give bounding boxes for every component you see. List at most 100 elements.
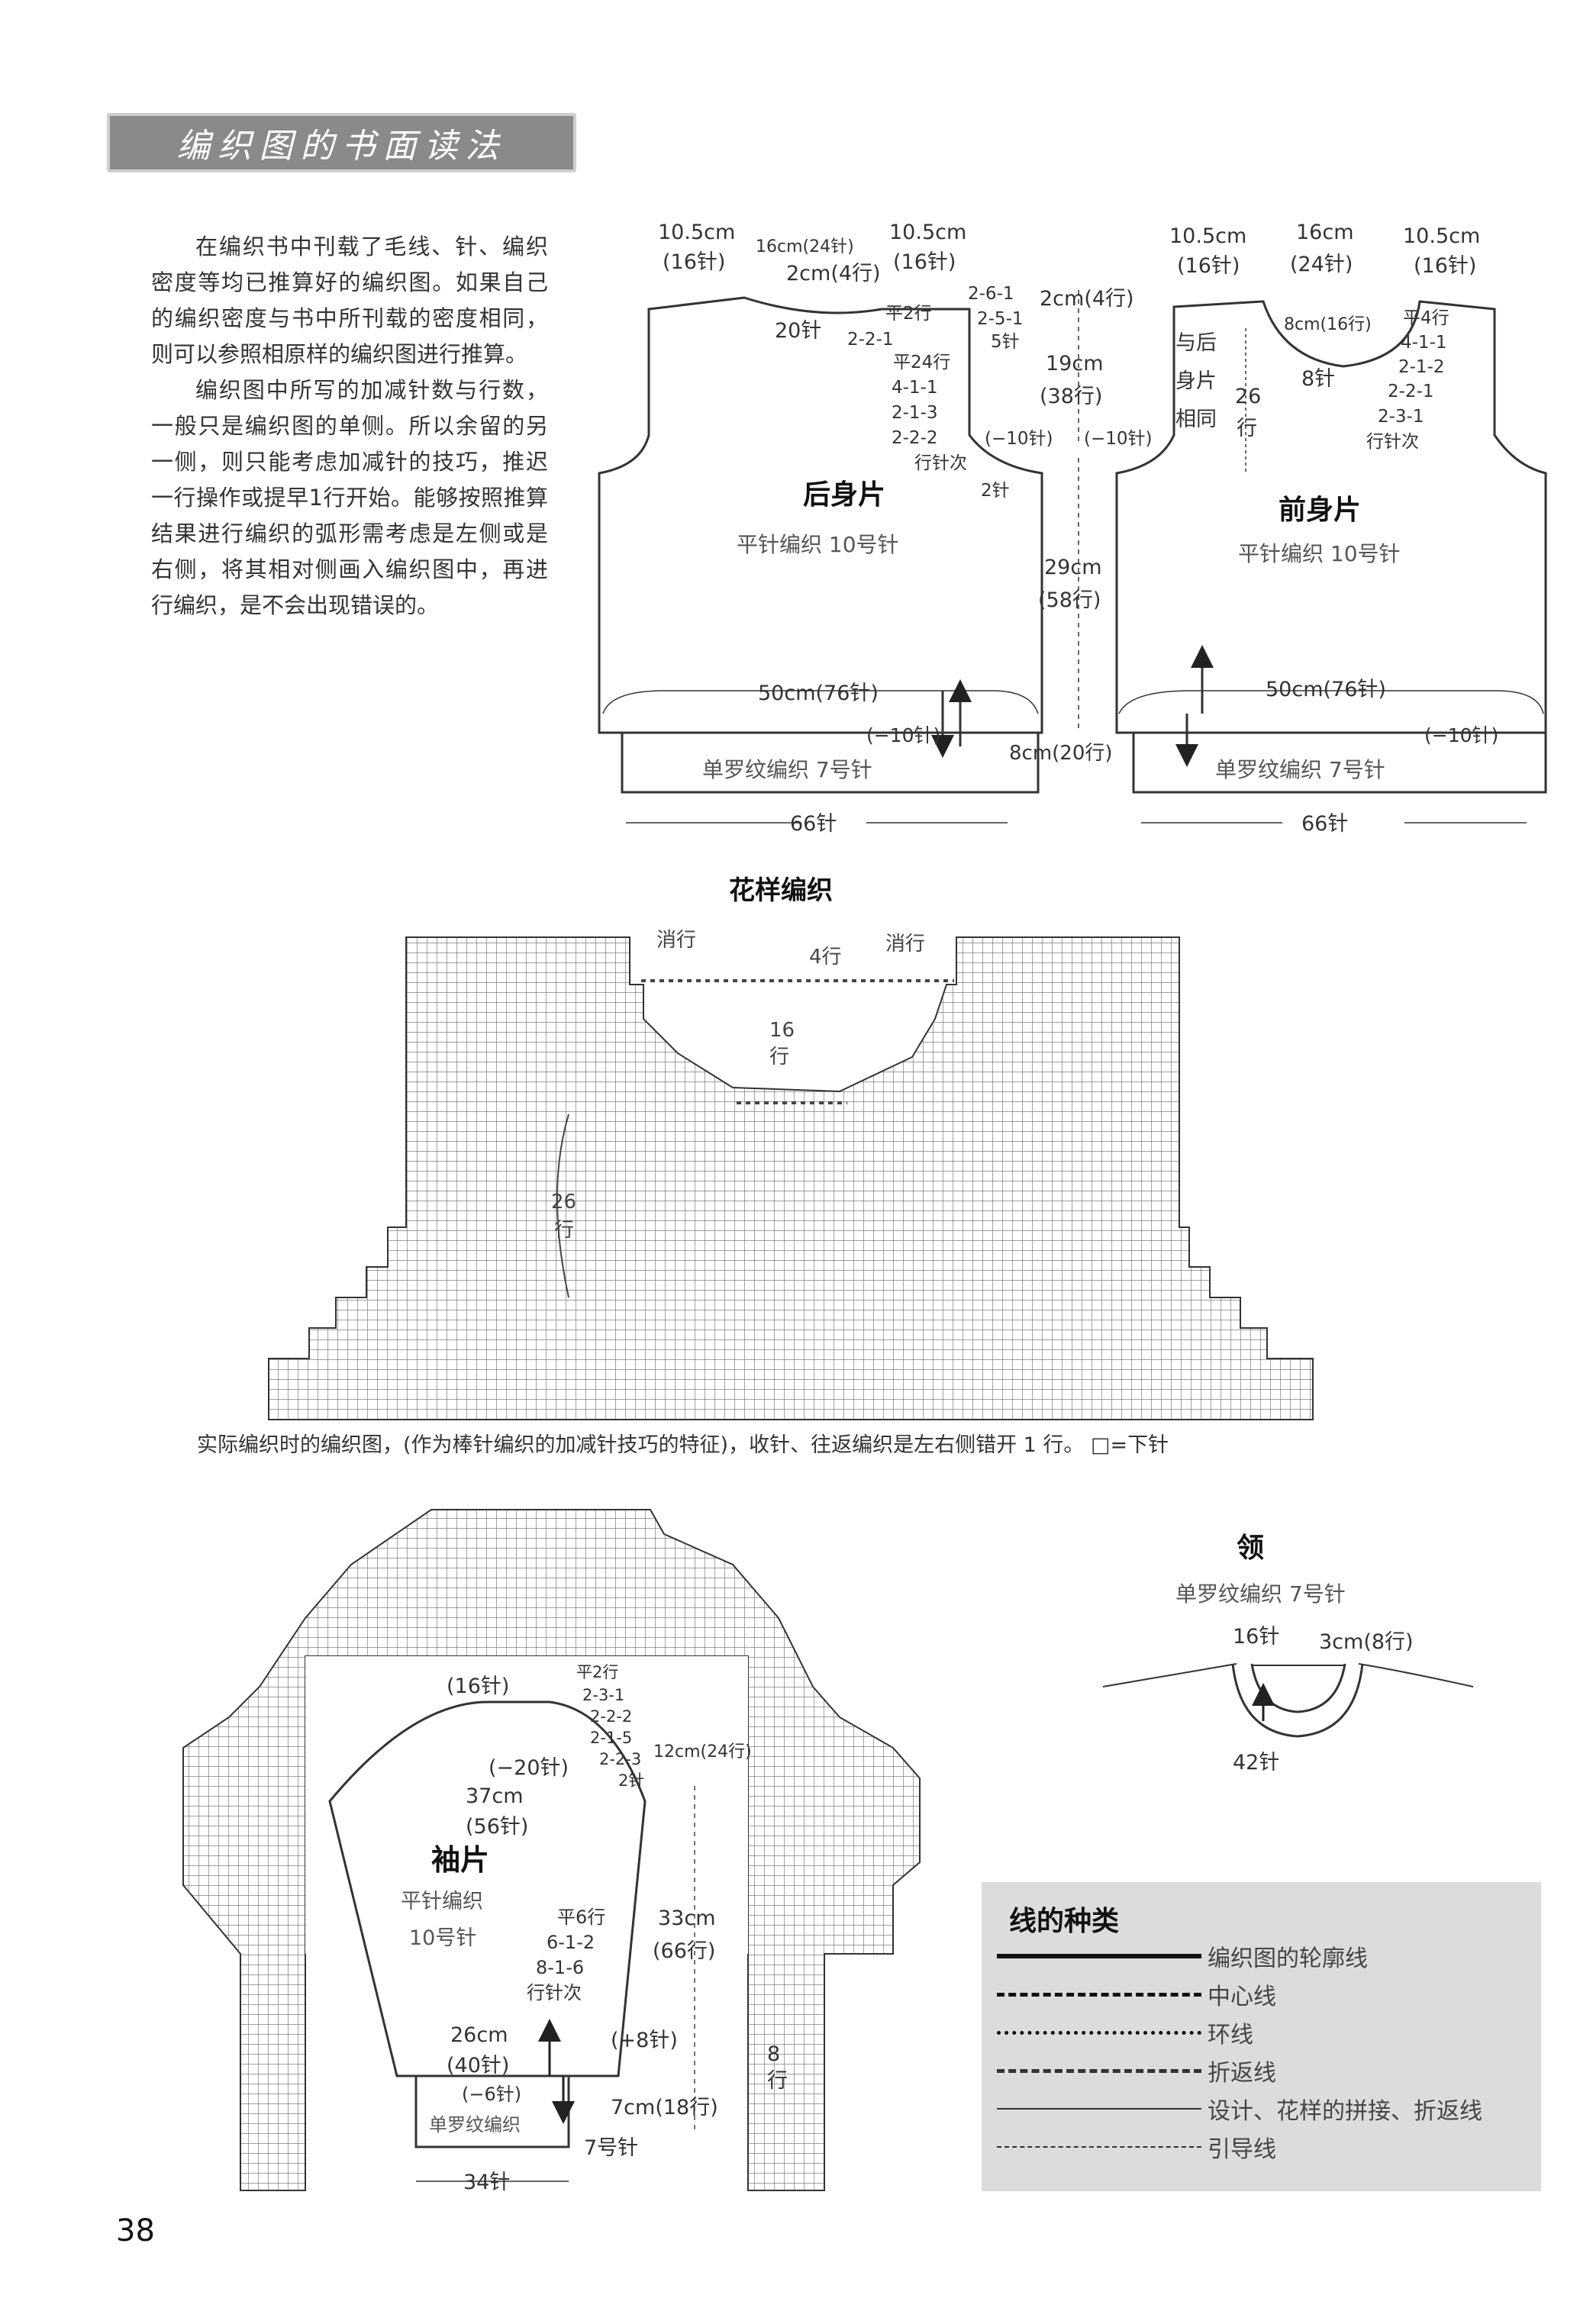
front-width: 50cm(76针) [1266, 678, 1386, 701]
front-neck-top-st: (24针) [1290, 253, 1353, 276]
legend-label: 折返线 [1208, 2060, 1276, 2087]
legend-item: 中心线 [997, 1975, 1276, 2013]
front-same-3: 相同 [1175, 408, 1217, 431]
sleeve-cap-dec1: 平2行 [576, 1663, 618, 1681]
front-neck-dec4: 2-2-1 [1388, 382, 1434, 401]
intro-text: 在编织书中刊载了毛线、针、编织密度等均已推算好的编织图。如果自己的编织密度与书中… [151, 229, 548, 624]
intro-paragraph-1: 在编织书中刊载了毛线、针、编织密度等均已推算好的编织图。如果自己的编织密度与书中… [151, 234, 548, 367]
back-labels: 10.5cm (16针) 16cm(24针) 10.5cm (16针) 2cm(… [658, 221, 1152, 836]
front-shoulder-r: 10.5cm [1403, 224, 1480, 248]
back-shoulder-l-st: (16针) [663, 250, 725, 274]
sleeve-outline [328, 1700, 647, 2148]
back-shoulder-l: 10.5cm [658, 221, 735, 244]
front-shoulder-l-st: (16针) [1177, 254, 1240, 278]
back-stitch: 平针编织 10号针 [737, 532, 899, 557]
sleeve-rib: 单罗纹编织 [429, 2114, 521, 2135]
back-title: 后身片 [803, 479, 885, 511]
front-rib-minus10: (−10针) [1424, 724, 1498, 746]
front-title: 前身片 [1279, 495, 1361, 526]
back-arm-1: 平24行 [893, 353, 950, 372]
pattern-title: 花样编织 [729, 875, 833, 906]
back-neck-dec2: 2-2-1 [847, 330, 894, 350]
pattern-label-right: 消行 [885, 933, 925, 956]
front-rib [1132, 731, 1547, 794]
sleeve-cap-h: 12cm(24行) [653, 1742, 752, 1762]
front-stitch: 平针编织 10号针 [1238, 541, 1401, 566]
legend-item: 折返线 [997, 2052, 1276, 2090]
sleeve-inc3: 8-1-6 [536, 1957, 584, 1978]
back-shoulder-r-st: (16针) [893, 250, 956, 274]
neck-h3: 3cm(8行) [1319, 1630, 1414, 1654]
back-neck-20: 20针 [775, 319, 821, 343]
sleeve-cuff-st: (40针) [447, 2054, 509, 2077]
sleeve-inc1: 平6行 [557, 1907, 605, 1928]
back-body-h: 29cm [1044, 556, 1102, 579]
front-same-2: 身片 [1175, 369, 1217, 393]
front-labels: 10.5cm (16针) 16cm (24针) 10.5cm (16针) 与后 … [1169, 221, 1498, 836]
front-neck-8cm: 8cm(16行) [1284, 315, 1372, 334]
back-bottom-st: 66针 [790, 812, 837, 836]
neck-st16: 16针 [1233, 1625, 1279, 1649]
front-neck-8: 8针 [1301, 367, 1335, 391]
back-rib [621, 731, 1040, 794]
neck-title: 领 [1237, 1533, 1264, 1564]
sleeve-minus20: (−20针) [489, 1756, 569, 1780]
front-neck-h: 26 [1235, 385, 1261, 408]
sleeve-minus6: (−6针) [462, 2084, 521, 2105]
sleeve-cap-dec5: 2-2-3 [599, 1750, 641, 1768]
neck-diagram: 领 单罗纹编织 7号针 16针 3cm(8行) 42针 [1102, 1533, 1474, 1774]
sleeve-inc4: 行针次 [527, 1982, 582, 2003]
front-neck-dec5: 2-3-1 [1378, 407, 1424, 427]
sleeve-width-st: (56针) [466, 1815, 528, 1839]
legend-item: 引导线 [997, 2128, 1276, 2166]
back-rib: 单罗纹编织 7号针 [702, 757, 872, 782]
front-neck-dec2: 4-1-1 [1401, 333, 1447, 353]
sleeve-grid [182, 1509, 921, 2191]
sleeve-chart: (16针) 平2行 2-3-1 2-2-2 2-1-5 2-2-3 2针 12c… [182, 1509, 921, 2194]
sleeve-cap-dec3: 2-2-2 [590, 1707, 632, 1726]
back-arm-4: 2-2-2 [892, 428, 938, 448]
pattern-rows-16a: 16 [769, 1019, 795, 1042]
back-width: 50cm(76针) [758, 682, 879, 705]
front-outline [1115, 300, 1547, 734]
pattern-rows-16b: 行 [769, 1046, 789, 1069]
sleeve-cap-dec2: 2-3-1 [582, 1686, 624, 1704]
back-arm-5: 行针次 [914, 453, 967, 473]
back-arm-2st: 2针 [981, 481, 1010, 501]
neck-stitch: 单罗纹编织 7号针 [1175, 1581, 1346, 1607]
legend-label: 设计、花样的拼接、折返线 [1208, 2098, 1482, 2125]
back-neck-dec1: 平2行 [885, 304, 932, 324]
sleeve-cap-st: (16针) [447, 1675, 509, 1698]
pattern-rows-4: 4行 [809, 946, 842, 969]
back-neck-depth: 2cm(4行) [786, 262, 881, 285]
sleeve-cap-dec6: 2针 [618, 1771, 644, 1790]
pattern-chart: 花样编织 消行 消行 4行 16 行 26 行 实际编织时的编织图，(作为棒针编… [197, 875, 1314, 1457]
back-right-dec1: 2-6-1 [968, 284, 1014, 304]
back-center-minus10: (−10针) [1084, 429, 1152, 449]
section-title: 编织图的书面读法 [176, 127, 507, 166]
back-right-5: 5针 [991, 332, 1020, 352]
sleeve-length-rows: (66行) [653, 1939, 715, 1963]
sleeve-needle: 7号针 [584, 2136, 638, 2160]
section-header: 编织图的书面读法 [107, 113, 576, 172]
legend-label: 中心线 [1208, 1984, 1276, 2010]
legend-label: 环线 [1208, 2022, 1253, 2048]
legend-item: 环线 [997, 2013, 1253, 2052]
sleeve-title: 袖片 [431, 1843, 489, 1877]
back-piece [598, 290, 1079, 824]
legend-label: 引导线 [1208, 2136, 1276, 2163]
back-body-rows: (58行) [1038, 588, 1101, 612]
sleeve-cuff-w: 26cm [450, 2023, 508, 2047]
front-neck-dec3: 2-1-2 [1398, 357, 1445, 377]
pattern-rows-26b: 行 [554, 1219, 574, 1242]
legend-title: 线的种类 [1009, 1906, 1120, 1937]
sleeve-rows-8b: 行 [767, 2069, 788, 2093]
front-rib: 单罗纹编织 7号针 [1215, 757, 1385, 782]
legend-item: 设计、花样的拼接、折返线 [997, 2090, 1482, 2128]
back-right-dec2: 2-5-1 [977, 309, 1024, 329]
pattern-caption: 实际编织时的编织图，(作为棒针编织的加减针技巧的特征)，收针、往返编织是左右侧错… [197, 1433, 1169, 1457]
pattern-grid [268, 936, 1314, 1420]
legend-item: 编织图的轮廓线 [997, 1937, 1368, 1975]
sleeve-cap-dec4: 2-1-5 [590, 1729, 632, 1747]
